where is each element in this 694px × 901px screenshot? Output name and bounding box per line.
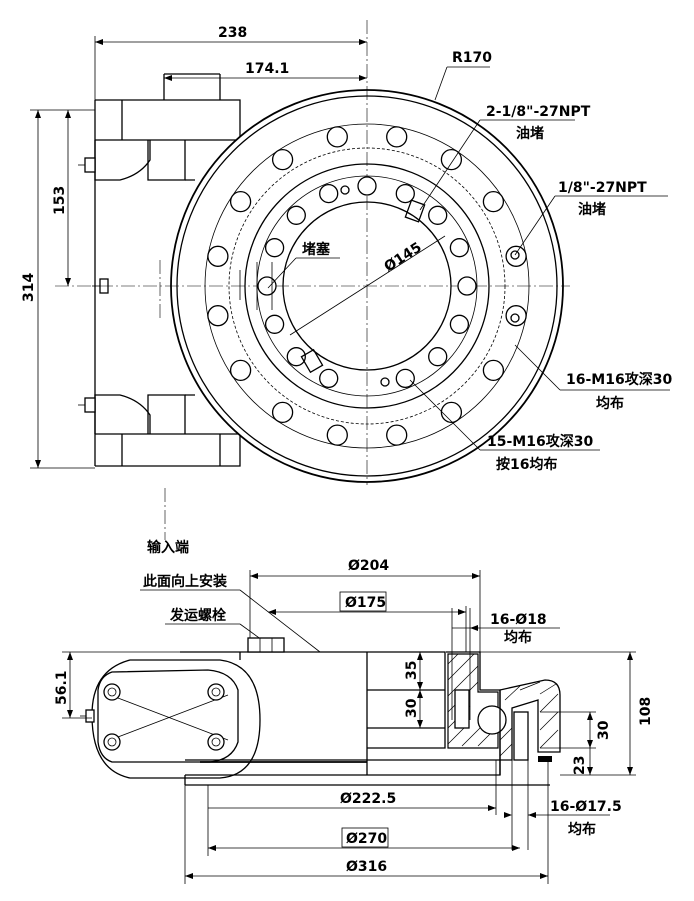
dim-174-label: 174.1 — [245, 61, 289, 77]
dim-r170-label: R170 — [452, 50, 492, 66]
ring-cross-section — [446, 651, 561, 775]
bolt-hole — [257, 276, 277, 296]
annotation-m16-16: 16-M16攻深30 均布 — [514, 344, 672, 412]
bolt-hole — [428, 347, 448, 367]
bolt-hole — [440, 401, 463, 424]
holes-18-sub-label: 均布 — [504, 629, 532, 646]
dimension-35: 35 — [404, 652, 423, 690]
annotation-m16-15: 15-M16攻深30 按16均布 — [409, 379, 600, 473]
bolt-hole — [326, 424, 348, 446]
bolt-hole — [264, 314, 285, 334]
bolt-hole — [271, 148, 294, 171]
bolt-hole — [386, 126, 408, 148]
dimension-153: 153 — [52, 109, 95, 286]
side-worm-housing — [80, 659, 261, 779]
dimension-d204: Ø204 — [249, 558, 481, 652]
dimension-r170: R170 — [434, 50, 492, 101]
dim-d316-label: Ø316 — [346, 859, 387, 875]
dimension-314: 314 — [21, 109, 95, 469]
dim-d175-label: Ø175 — [345, 595, 386, 611]
npt-2-label: 2-1/8"-27NPT — [486, 104, 591, 120]
dim-23-label: 23 — [572, 756, 588, 775]
outer-bolt-holes — [207, 126, 527, 446]
dim-314-label: 314 — [21, 273, 37, 302]
top-view: 238 174.1 R170 153 314 Ø145 — [21, 20, 672, 556]
bolt-hole — [207, 305, 229, 327]
worm-housing — [78, 73, 241, 540]
bolt-hole — [286, 347, 306, 367]
oil-plug-marks — [300, 185, 520, 387]
ship-bolt-label: 发运螺栓 — [169, 607, 226, 624]
holes-18-label: 16-Ø18 — [490, 612, 547, 628]
dimension-238: 238 — [94, 25, 367, 100]
bolt-hole — [449, 314, 470, 334]
dimension-30a: 30 — [404, 690, 423, 728]
annotation-plug: 堵塞 — [267, 241, 340, 289]
annotation-npt-2: 2-1/8"-27NPT 油堵 — [419, 104, 591, 211]
bolt-hole — [457, 276, 477, 296]
dim-d270-label: Ø270 — [346, 831, 387, 847]
annotation-ship-bolt: 发运螺栓 — [165, 607, 263, 641]
dimension-d316: Ø316 — [184, 760, 549, 884]
dimension-56: 56.1 — [54, 651, 180, 719]
dim-238-label: 238 — [218, 25, 247, 41]
dimension-d175: Ø175 — [268, 591, 467, 652]
bolt-hole — [207, 245, 229, 267]
slot-ticks — [239, 262, 273, 310]
dimension-30b: 30 — [540, 711, 612, 749]
bolt-hole — [440, 148, 463, 171]
m16-15-sub-label: 按16均布 — [496, 456, 557, 473]
holes-175-label: 16-Ø17.5 — [550, 799, 622, 815]
dim-d222-label: Ø222.5 — [340, 791, 396, 807]
dim-153-label: 153 — [52, 186, 68, 215]
bolt-hole — [357, 176, 377, 196]
bolt-hole — [395, 183, 415, 204]
dim-56-label: 56.1 — [54, 670, 70, 705]
dim-35-label: 35 — [404, 661, 420, 680]
bolt-hole — [395, 368, 415, 389]
side-view: 此面向上安装 发运螺栓 Ø204 Ø175 — [54, 558, 654, 884]
bolt-hole — [482, 359, 505, 382]
dim-108-label: 108 — [638, 697, 654, 726]
plug-label: 堵塞 — [302, 241, 331, 258]
dim-d204-label: Ø204 — [348, 558, 389, 574]
bolt-hole — [319, 368, 339, 389]
holes-175-sub-label: 均布 — [568, 821, 596, 838]
bolt-hole — [286, 205, 306, 225]
dimension-d270: Ø270 — [208, 827, 520, 851]
bolt-hole — [505, 245, 527, 267]
bolt-hole — [386, 424, 408, 446]
bolt-hole — [428, 205, 448, 225]
bolt-hole — [482, 190, 505, 213]
annotation-npt-1: 1/8"-27NPT 油堵 — [514, 180, 668, 256]
input-end-label: 输入端 — [147, 539, 189, 556]
annotation-install-up: 此面向上安装 — [140, 573, 321, 653]
annotation-holes-18: 16-Ø18 均布 — [451, 608, 560, 720]
npt-1-sub-label: 油堵 — [578, 201, 606, 218]
bolt-hole — [449, 238, 470, 258]
dim-30a-label: 30 — [404, 698, 420, 718]
npt-2-sub-label: 油堵 — [516, 125, 544, 142]
bolt-hole — [505, 305, 527, 327]
dimension-d222: Ø222.5 — [207, 760, 497, 856]
bolt-hole — [229, 359, 252, 382]
m16-16-label: 16-M16攻深30 — [566, 371, 672, 388]
bolt-hole — [271, 401, 294, 424]
bolt-hole — [326, 126, 348, 148]
m16-16-sub-label: 均布 — [596, 395, 624, 412]
install-up-label: 此面向上安装 — [143, 573, 228, 590]
bolt-hole — [229, 190, 252, 213]
dimension-174: 174.1 — [164, 61, 367, 81]
bolt-hole — [319, 183, 339, 204]
dimension-108: 108 — [480, 651, 654, 776]
npt-1-label: 1/8"-27NPT — [558, 180, 647, 196]
dimension-23: 23 — [572, 748, 593, 775]
annotation-holes-175: 16-Ø17.5 均布 — [504, 760, 622, 850]
bolt-hole — [264, 238, 285, 258]
inner-bolt-holes — [257, 176, 477, 389]
m16-15-label: 15-M16攻深30 — [487, 433, 593, 450]
dim-30b-label: 30 — [596, 720, 612, 740]
